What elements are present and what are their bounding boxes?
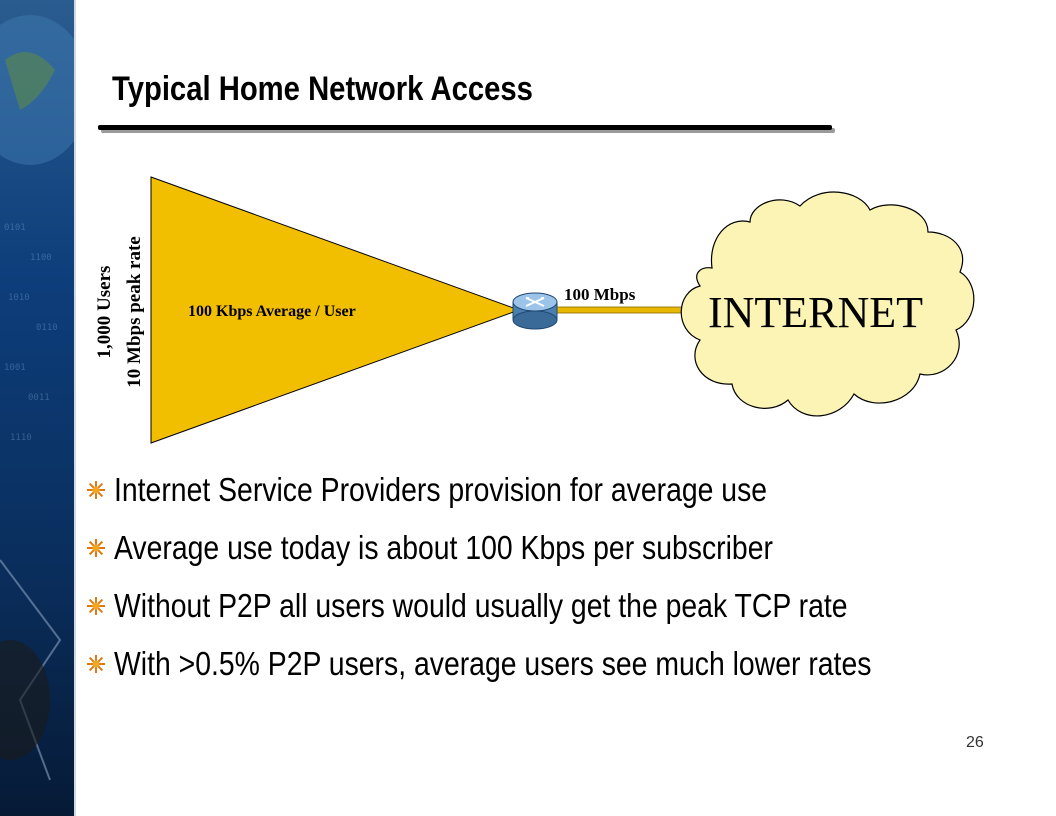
svg-text:0011: 0011 — [28, 393, 50, 403]
svg-text:1010: 1010 — [8, 293, 30, 303]
internet-cloud — [680, 191, 975, 417]
bullet-item: With >0.5% P2P users, average users see … — [86, 640, 995, 698]
network-diagram: 1,000 Users 10 Mbps peak rate 100 Kbps A… — [80, 170, 1056, 460]
bullet-item: Without P2P all users would usually get … — [86, 582, 995, 640]
internet-label: INTERNET — [708, 288, 924, 337]
slide-title: Typical Home Network Access — [112, 70, 533, 108]
svg-text:1100: 1100 — [30, 253, 52, 263]
users-label: 1,000 Users — [94, 265, 115, 359]
aggregation-triangle — [150, 176, 521, 444]
bullet-item: Internet Service Providers provision for… — [86, 466, 995, 524]
starburst-bullet-icon — [87, 597, 105, 615]
link-speed-label: 100 Mbps — [564, 285, 636, 304]
title-underline — [98, 125, 832, 130]
router-icon — [512, 292, 558, 330]
uplink-line — [549, 306, 701, 314]
starburst-bullet-icon — [87, 481, 105, 499]
starburst-bullet-icon — [87, 655, 105, 673]
starburst-bullet-icon — [87, 539, 105, 557]
bullet-list: Internet Service Providers provision for… — [86, 466, 995, 698]
sidebar-decoration: 0101 1100 1010 0110 1001 0011 1110 — [0, 0, 76, 816]
svg-text:1110: 1110 — [10, 433, 32, 443]
peak-rate-label: 10 Mbps peak rate — [124, 236, 145, 388]
page-number: 26 — [966, 734, 984, 751]
svg-text:0110: 0110 — [36, 323, 58, 333]
bullet-item: Average use today is about 100 Kbps per … — [86, 524, 995, 582]
svg-text:1001: 1001 — [4, 363, 26, 373]
average-label: 100 Kbps Average / User — [188, 303, 356, 320]
svg-text:0101: 0101 — [4, 223, 26, 233]
